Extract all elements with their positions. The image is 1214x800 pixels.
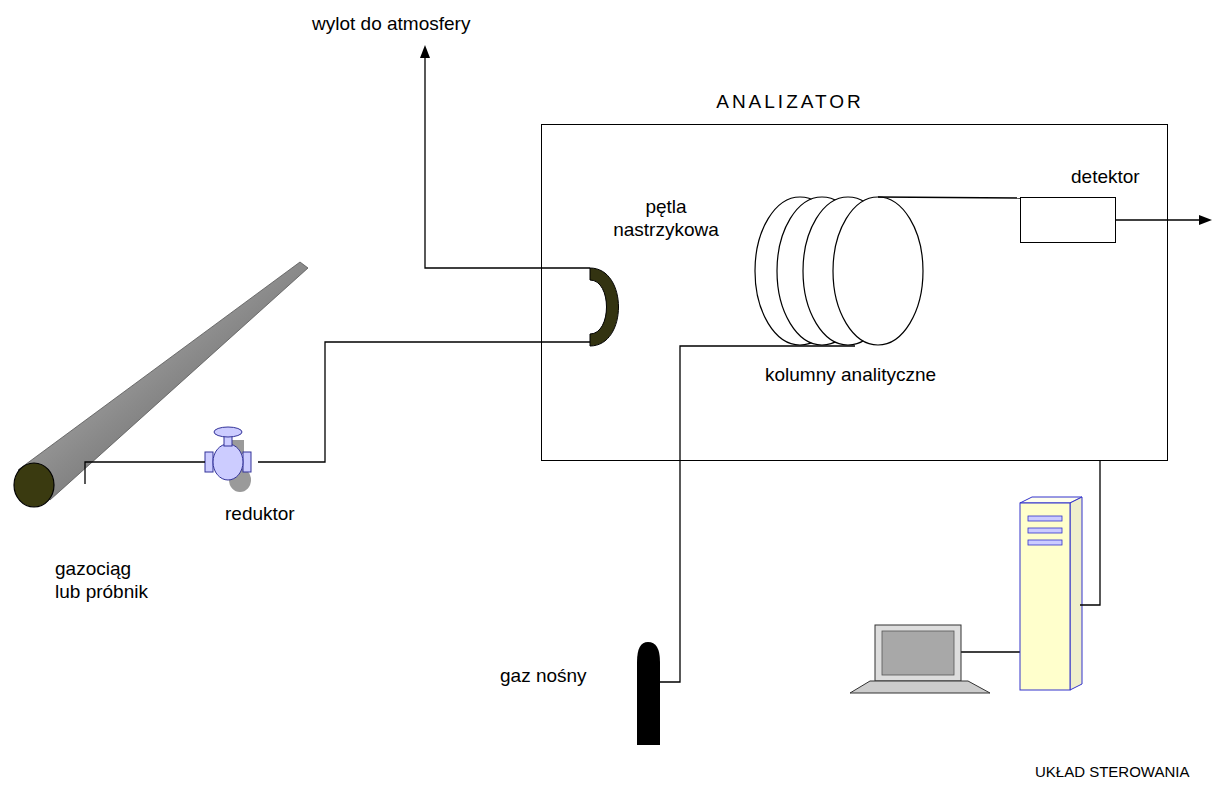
gas-cylinder [637, 642, 660, 745]
detector-box: detektor [1020, 197, 1116, 243]
connector-line [85, 462, 205, 484]
vent-line [425, 57, 590, 268]
connector-line [660, 346, 855, 682]
drive-slot [1028, 528, 1062, 533]
vent-arrowhead [420, 45, 430, 58]
tower-front [1020, 503, 1070, 690]
node-label: kolumny analityczne [765, 364, 936, 387]
node-label: detektor [1071, 166, 1140, 189]
node-label: gaz nośny [500, 665, 587, 688]
control-system: UKŁAD STEROWANIA [855, 495, 1205, 790]
tower-side [1070, 497, 1082, 690]
injection-loop: pętla nastrzykowa [585, 196, 726, 346]
analytical-columns: kolumny analityczne [755, 196, 980, 391]
detector-output-line [1116, 219, 1200, 220]
node-label: reduktor [225, 503, 295, 526]
pipeline-body [18, 262, 308, 500]
column-coil [833, 197, 923, 345]
node-label: pętla nastrzykowa [610, 196, 722, 242]
node-label: ANALIZATOR [700, 91, 880, 114]
laptop-display [882, 631, 954, 675]
injection-loop-shape [590, 268, 619, 346]
valve-flange [205, 452, 213, 472]
node-label: gazociąg lub próbnik [55, 558, 155, 604]
analyzer-box: ANALIZATORpętla nastrzykowakolumny anali… [541, 124, 1168, 461]
valve-body [213, 444, 243, 480]
valve-handle [214, 427, 242, 437]
drive-slot [1028, 540, 1062, 545]
pressure-reducer: reduktor [200, 425, 310, 530]
valve-flange [243, 452, 251, 472]
laptop-screen [875, 625, 961, 681]
outlet-label: wylot do atmosfery [312, 13, 470, 36]
connector-line [878, 197, 1020, 198]
carrier-gas-cylinder: gaz nośny [495, 640, 665, 750]
node-label: UKŁAD STEROWANIA [1035, 763, 1189, 781]
gas-pipeline: gazociąg lub próbnik [10, 262, 310, 608]
laptop-keyboard [850, 681, 990, 693]
drive-slot [1028, 516, 1062, 521]
pipeline-end [14, 463, 54, 507]
connector-line [1080, 461, 1100, 605]
computer-cable [960, 651, 1020, 652]
output-arrowhead [1199, 215, 1212, 225]
